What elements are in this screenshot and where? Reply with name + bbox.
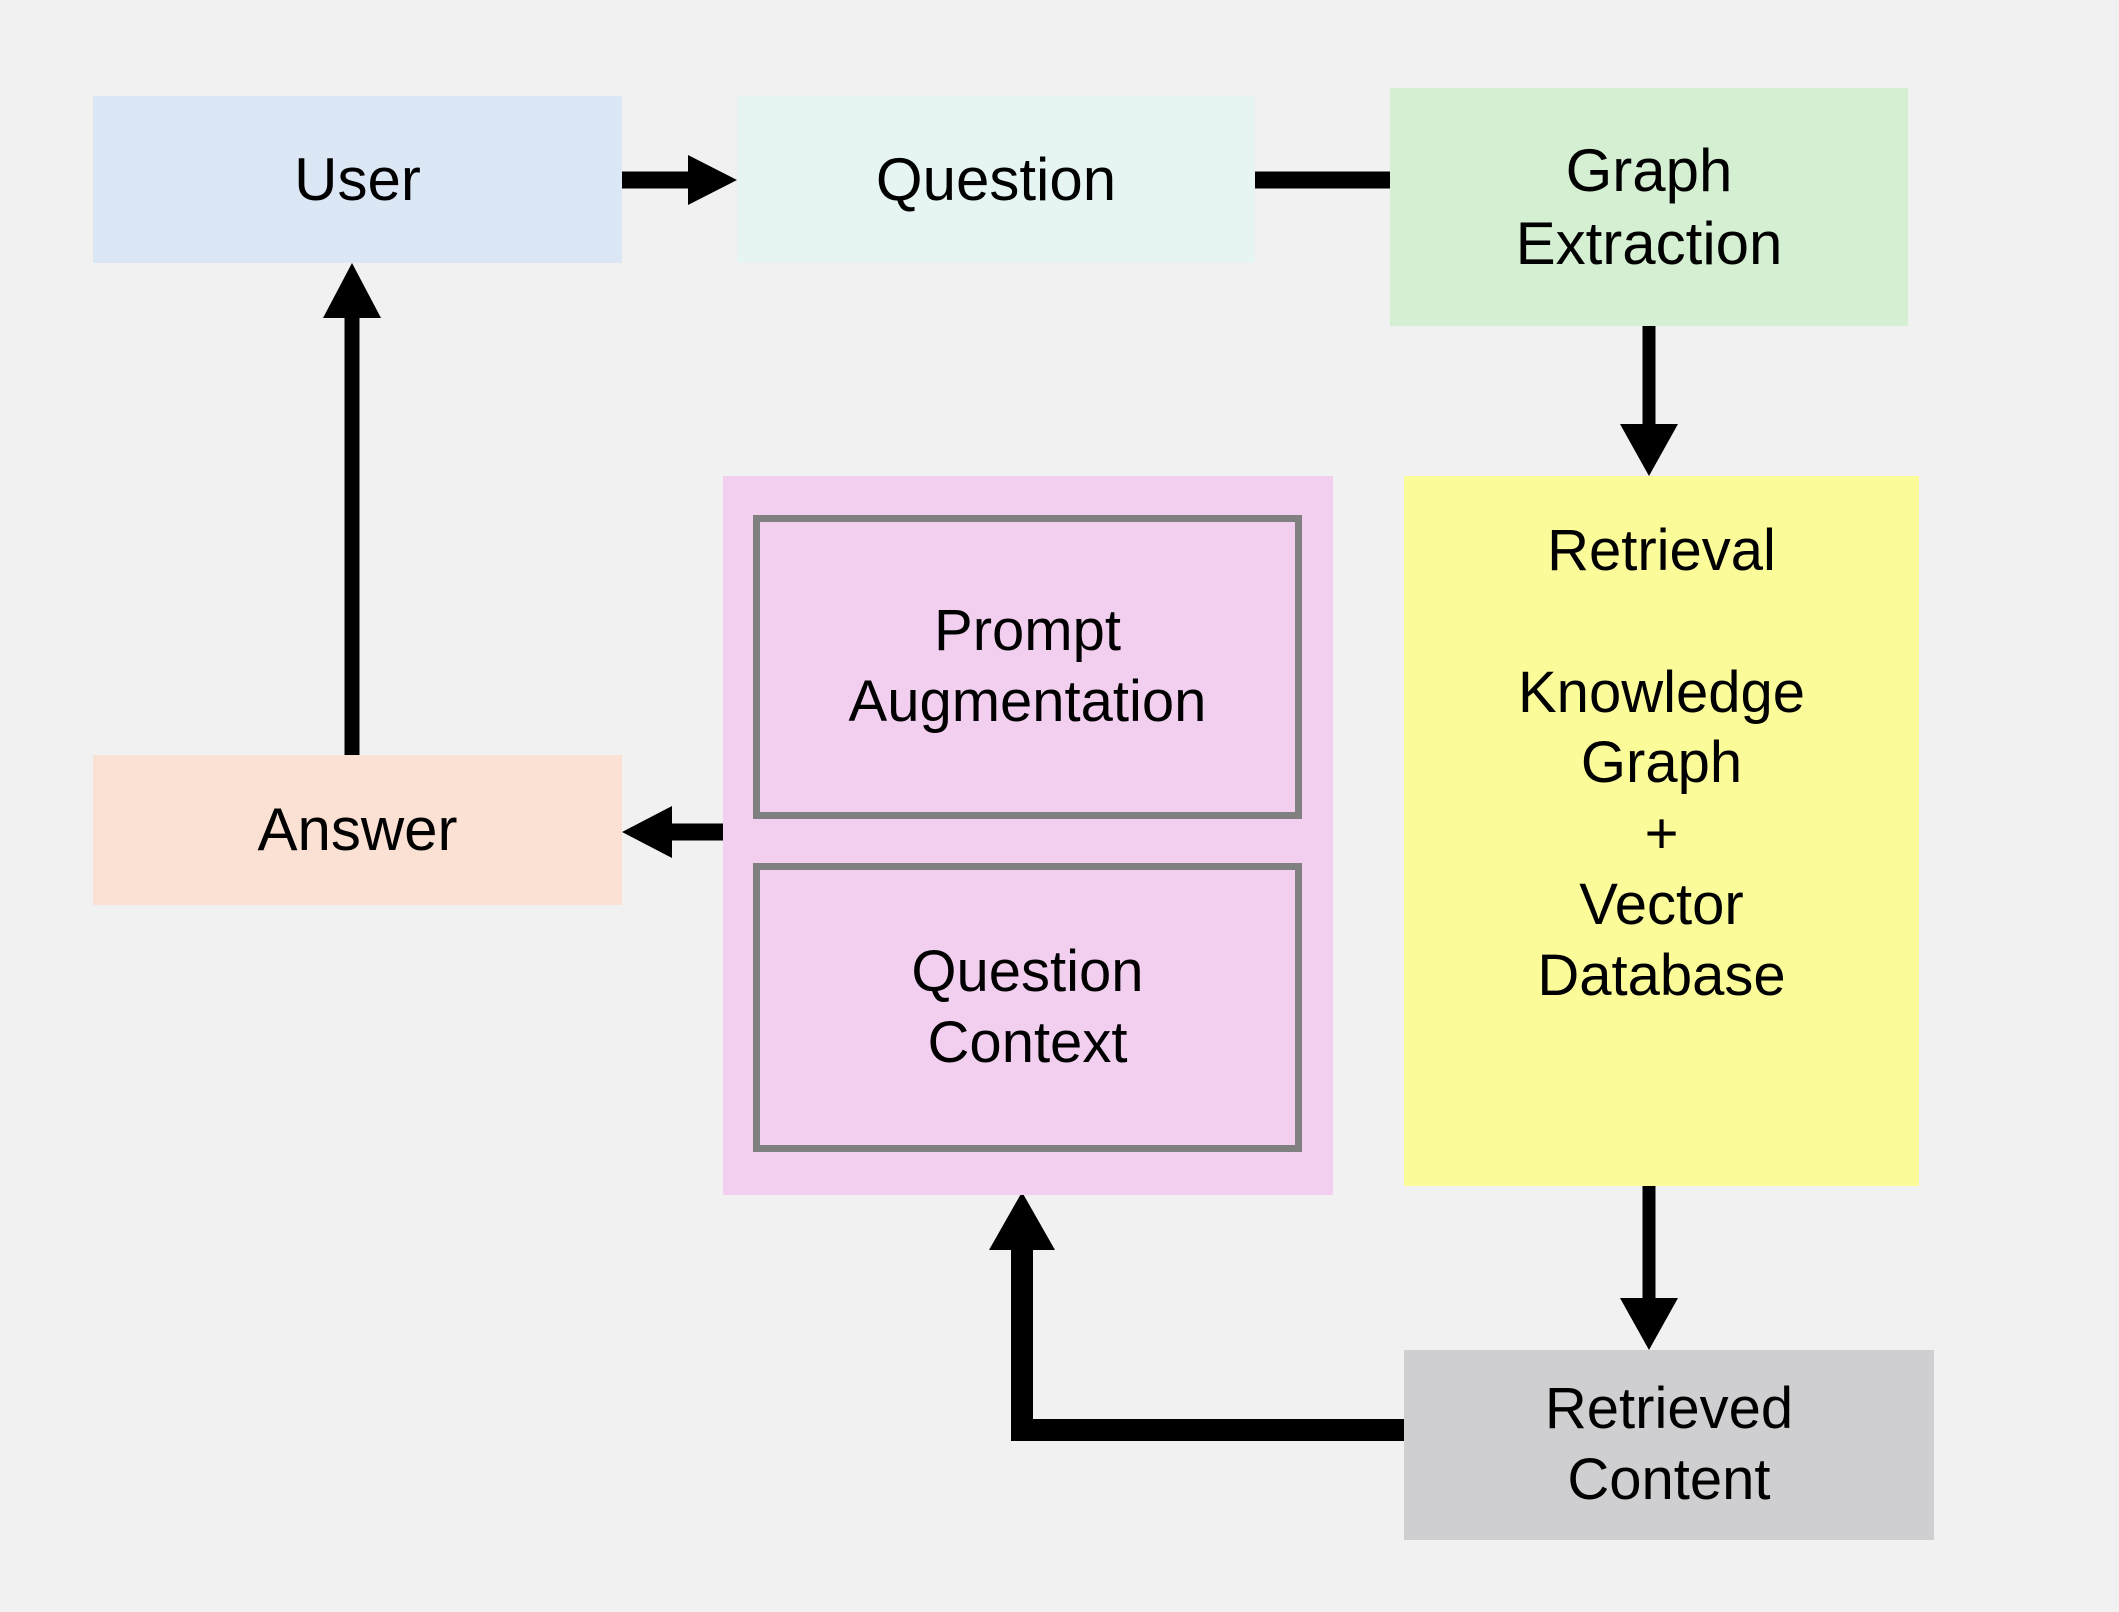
panel-prompt-augmentation-group[interactable]: Prompt Augmentation Question Context xyxy=(723,476,1333,1195)
node-graph-extraction[interactable]: Graph Extraction xyxy=(1390,88,1908,326)
node-retrieved-content[interactable]: Retrieved Content xyxy=(1404,1350,1934,1540)
edge-graph-extraction-to-retrieval xyxy=(1620,326,1678,476)
edge-retrieved-content-to-prompt-panel xyxy=(989,1192,1404,1441)
node-question-context[interactable]: Question Context xyxy=(753,863,1302,1152)
node-prompt-augmentation[interactable]: Prompt Augmentation xyxy=(753,515,1302,819)
edge-user-to-question xyxy=(622,155,737,205)
edge-retrieval-to-retrieved-content xyxy=(1620,1186,1678,1350)
node-user[interactable]: User xyxy=(93,96,622,263)
edge-answer-to-user xyxy=(323,263,381,755)
node-retrieval[interactable]: Retrieval Knowledge Graph + Vector Datab… xyxy=(1404,476,1919,1186)
node-answer[interactable]: Answer xyxy=(93,755,622,905)
edge-prompt-panel-to-answer xyxy=(622,806,723,858)
node-question[interactable]: Question xyxy=(737,96,1255,263)
